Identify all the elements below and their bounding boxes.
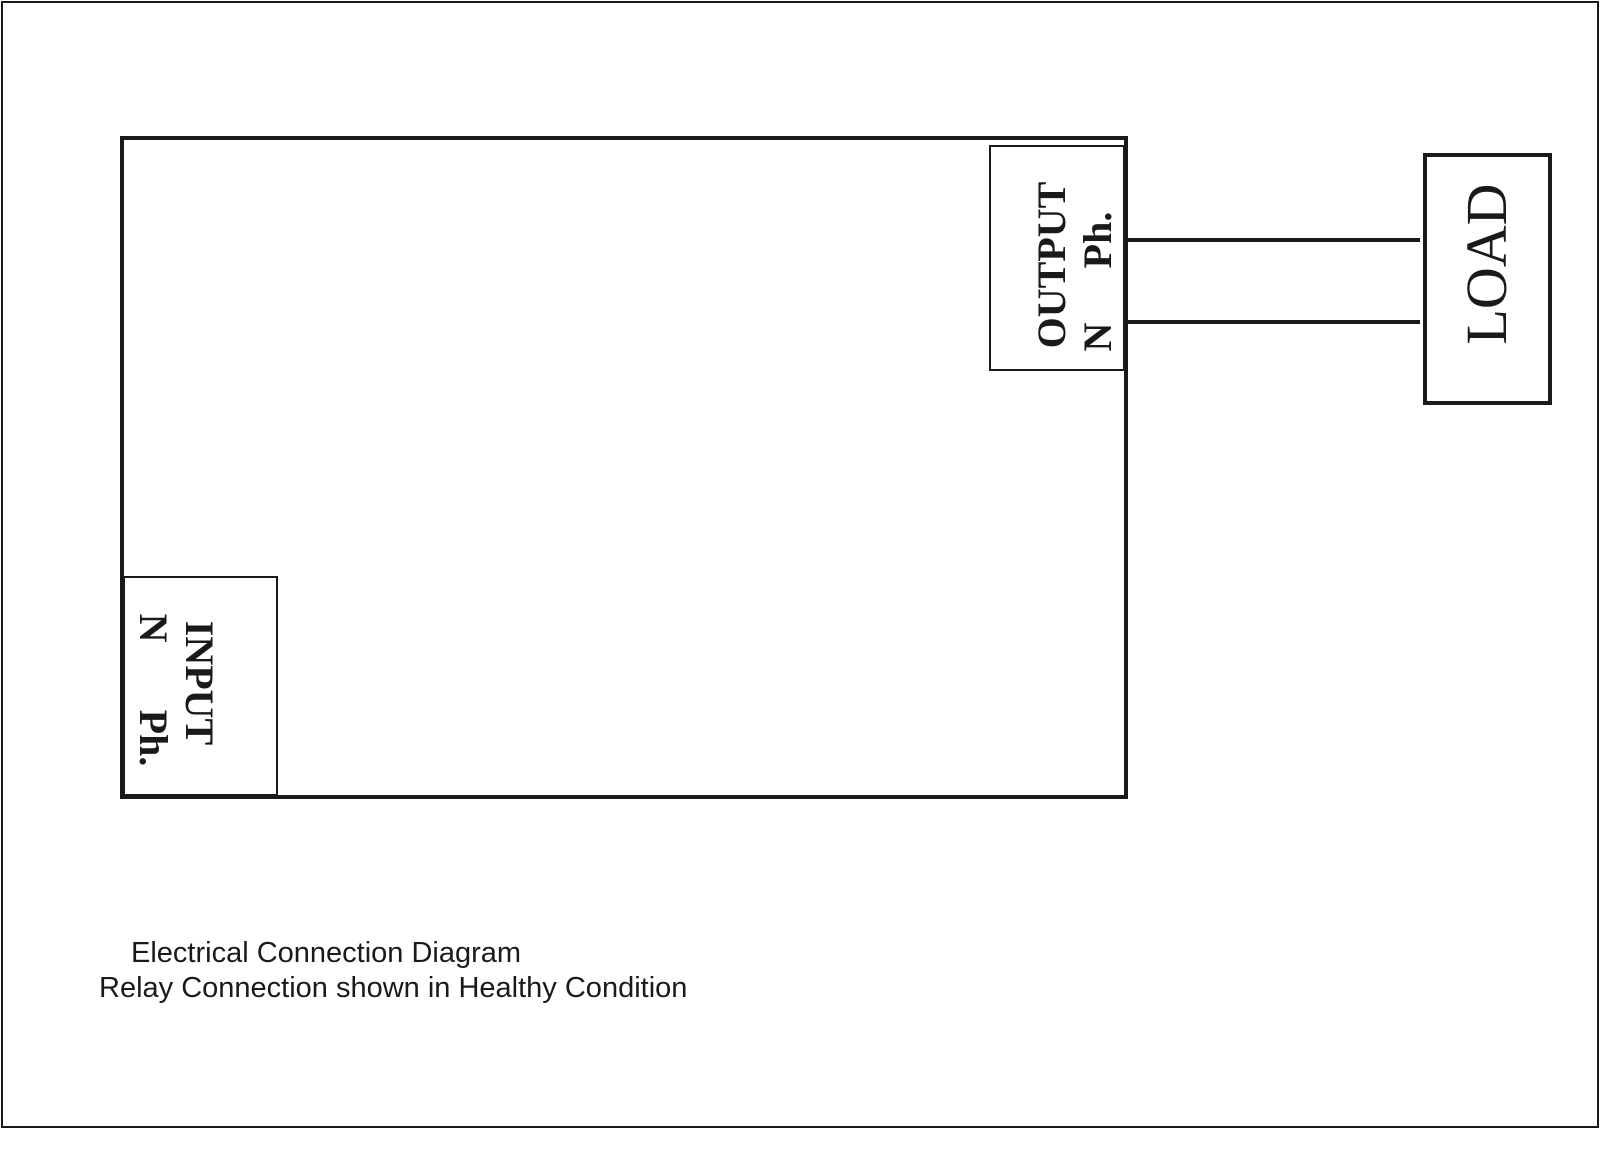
output-neutral-label: N (1075, 322, 1120, 351)
input-phase-label: Ph. (131, 710, 176, 767)
load-label: LOAD (1454, 183, 1519, 344)
input-title: INPUT (177, 621, 222, 746)
relay-unit-box (120, 136, 1128, 799)
output-terminal-block: OUTPUT N Ph. (989, 145, 1125, 371)
input-terminal-block: INPUT N Ph. (123, 576, 278, 796)
input-terminal-box (123, 576, 278, 796)
output-title: OUTPUT (1029, 181, 1074, 348)
caption-subtitle: Relay Connection shown in Healthy Condit… (99, 972, 687, 1004)
output-terminal-box (989, 145, 1125, 371)
input-neutral-label: N (131, 614, 176, 643)
load-block: LOAD (1423, 153, 1552, 405)
caption-title: Electrical Connection Diagram (131, 937, 521, 969)
page-frame (1, 1, 1599, 1128)
output-phase-label: Ph. (1075, 212, 1120, 269)
load-box (1423, 153, 1552, 405)
